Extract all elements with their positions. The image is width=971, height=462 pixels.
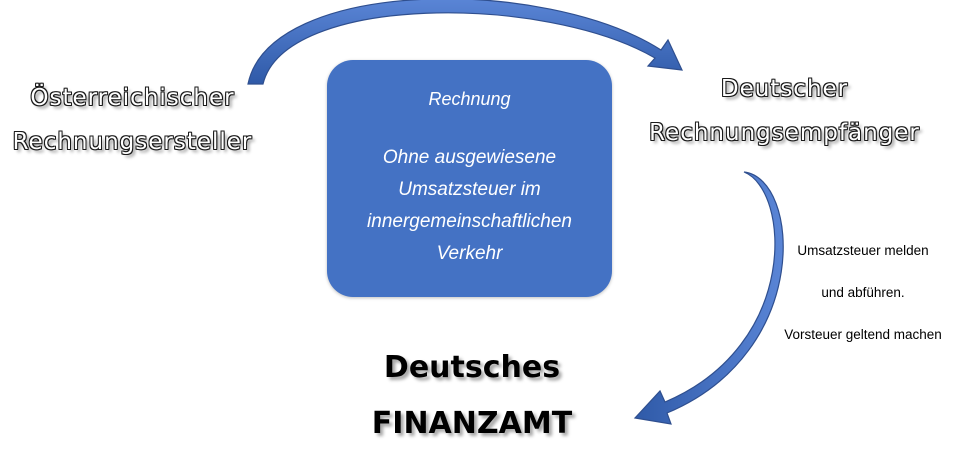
arrow-recipient-to-finanzamt [633,171,784,425]
recipient-label: Deutscher Rechnungsempfänger [632,67,937,155]
tax-note-line-3: Vorsteuer geltend machen [784,327,942,342]
recipient-line-2: Rechnungsempfänger [649,120,920,146]
tax-note-line-2: und abführen. [821,285,905,300]
sender-line-2: Rechnungsersteller [12,129,253,155]
invoice-title: Rechnung [428,89,511,109]
invoice-line-1: Ohne ausgewiesene [382,147,557,168]
tax-obligations-note: Umsatzsteuer melden und abführen. Vorste… [755,230,971,356]
tax-authority-label: Deutsches FINANZAMT [332,340,612,452]
recipient-line-1: Deutscher [720,76,849,102]
invoice-line-4: Verkehr [436,243,503,264]
invoice-line-2: Umsatzsteuer im [398,179,541,200]
sender-line-1: Österreichischer [30,85,235,111]
tax-note-line-1: Umsatzsteuer melden [797,243,929,258]
sender-label: Österreichischer Rechnungsersteller [0,76,265,164]
authority-line-2: FINANZAMT [371,406,573,441]
invoice-box: Rechnung Ohne ausgewiesene Umsatzsteuer … [327,60,612,297]
invoice-line-3: innergemeinschaftlichen [367,211,572,232]
invoice-description: Ohne ausgewiesene Umsatzsteuer im innerg… [327,142,612,270]
authority-line-1: Deutsches [383,350,561,385]
arrow-sender-to-recipient [247,0,683,85]
